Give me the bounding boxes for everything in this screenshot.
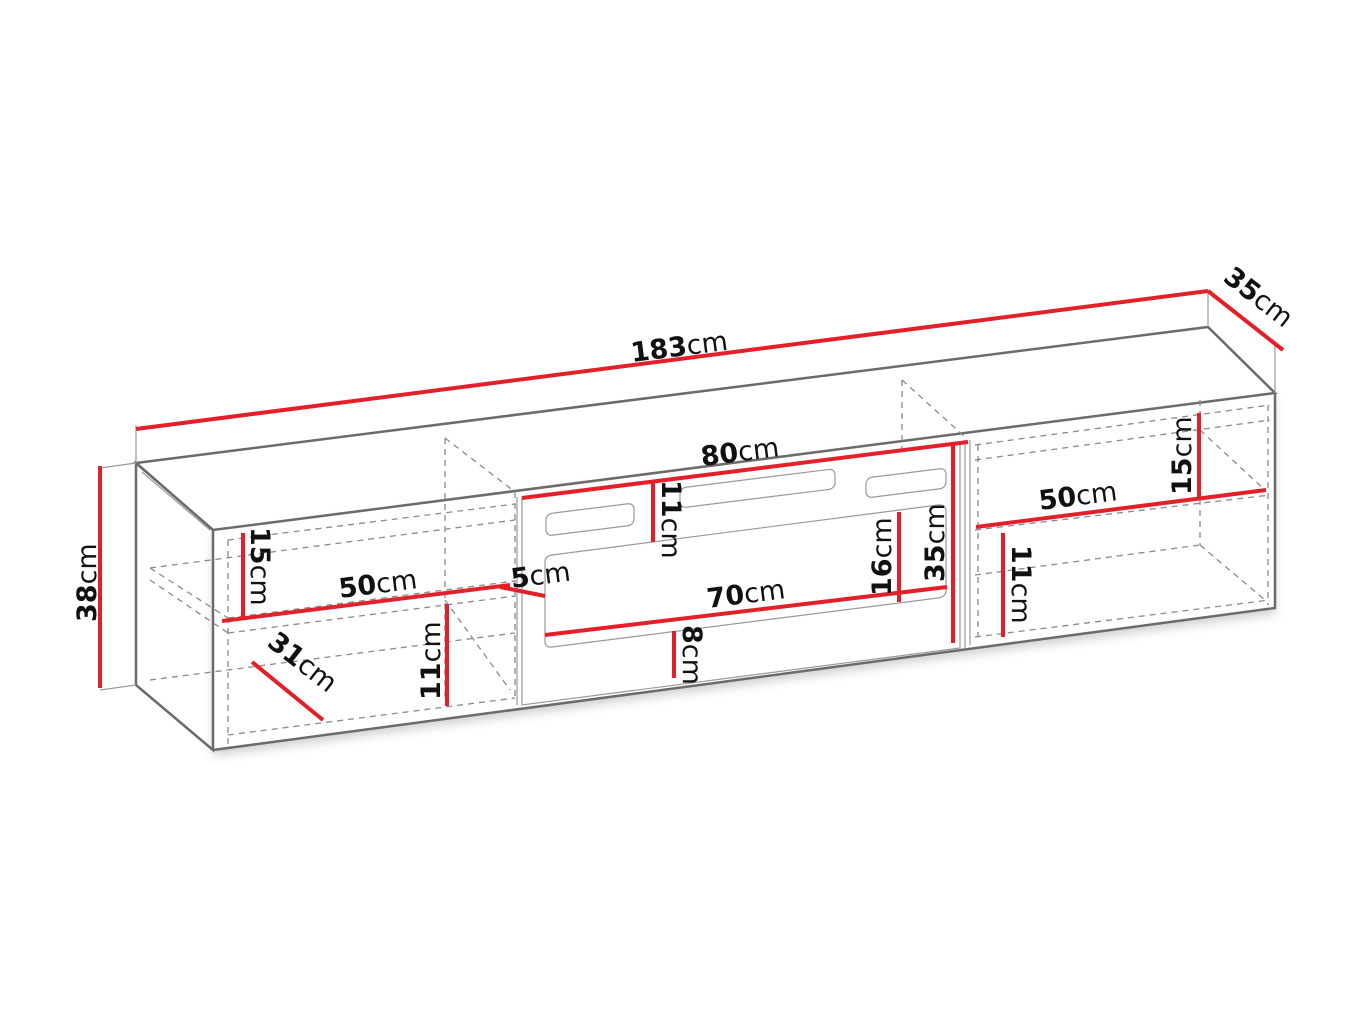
label-right-50: 50cm (1037, 476, 1119, 517)
dim-line-gap-5 (499, 585, 546, 598)
dim-line-width-183 (135, 289, 1209, 431)
hidden-lines (149, 379, 1271, 745)
dimension-labels: 183cm 35cm 38cm 15cm 50cm 31cm 11cm 5cm … (72, 261, 1299, 700)
label-depth-35: 35cm (1218, 261, 1299, 334)
label-left-50: 50cm (337, 564, 419, 605)
label-width-183: 183cm (629, 326, 730, 369)
label-center-16: 16cm (867, 517, 898, 596)
label-right-15: 15cm (1167, 416, 1198, 495)
center-slot-middle (679, 468, 836, 508)
label-center-35: 35cm (920, 503, 951, 582)
label-height-38: 38cm (72, 543, 103, 622)
dim-line-depth-35 (1206, 289, 1285, 352)
label-center-70: 70cm (705, 574, 787, 615)
dim-line-right-50 (975, 488, 1267, 529)
cabinet-left-face (134, 460, 215, 753)
dim-line-center-70 (544, 585, 948, 637)
center-slot-right (865, 468, 947, 498)
label-left-11: 11cm (416, 621, 447, 700)
center-slot-left (545, 503, 635, 536)
center-front-panel (516, 440, 971, 706)
label-left-15: 15cm (244, 527, 275, 606)
dim-line-left-50 (221, 583, 511, 623)
label-center-80: 80cm (699, 432, 781, 473)
label-center-11: 11cm (655, 480, 686, 559)
dimension-lines (98, 289, 1285, 722)
dim-line-left-31 (250, 660, 325, 722)
center-opening (544, 504, 947, 648)
label-right-11: 11cm (1005, 545, 1036, 624)
label-center-8: 8cm (676, 625, 707, 685)
dim-line-center-80 (521, 440, 969, 500)
label-gap-5: 5cm (509, 557, 572, 595)
